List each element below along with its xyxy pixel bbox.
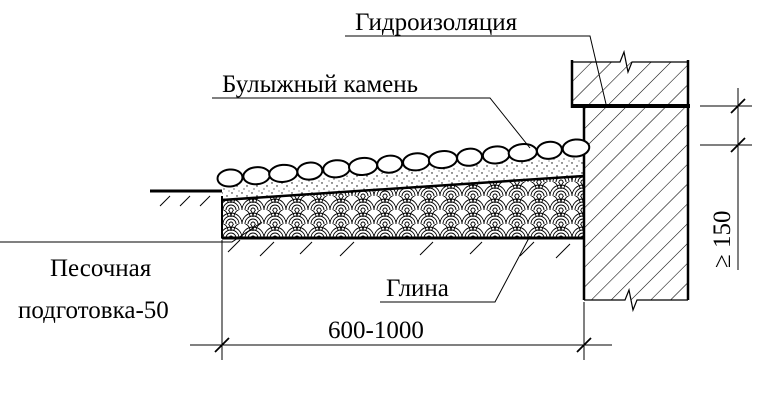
cobblestone	[296, 161, 324, 181]
cobblestone	[322, 159, 351, 179]
cobblestone	[427, 149, 458, 170]
waterproofing-label: Гидроизоляция	[355, 9, 518, 36]
cobblestone	[481, 145, 511, 165]
cobblestone-label: Булыжный камень	[222, 71, 418, 98]
cobblestone	[376, 154, 404, 174]
cobblestone	[535, 140, 563, 160]
width-dimension	[190, 240, 612, 360]
sand-bed-layer	[221, 156, 585, 202]
ground-line	[150, 189, 571, 259]
cobblestone	[561, 138, 591, 158]
sand-bed-label-line2: подготовка-50	[18, 297, 169, 324]
leader-lines	[0, 35, 607, 303]
width-dimension-label: 600-1000	[328, 317, 424, 344]
cobblestone-row	[216, 138, 591, 188]
clay-label: Глина	[386, 275, 449, 302]
cobblestone	[348, 156, 379, 177]
cobblestone	[507, 143, 538, 163]
sand-bed-label-line1: Песочная	[50, 255, 152, 282]
height-dimension	[700, 88, 752, 270]
building-wall	[570, 49, 690, 313]
cobblestone	[402, 152, 431, 172]
cobblestone	[456, 147, 484, 167]
height-dimension-label: ≥ 150	[709, 211, 736, 268]
